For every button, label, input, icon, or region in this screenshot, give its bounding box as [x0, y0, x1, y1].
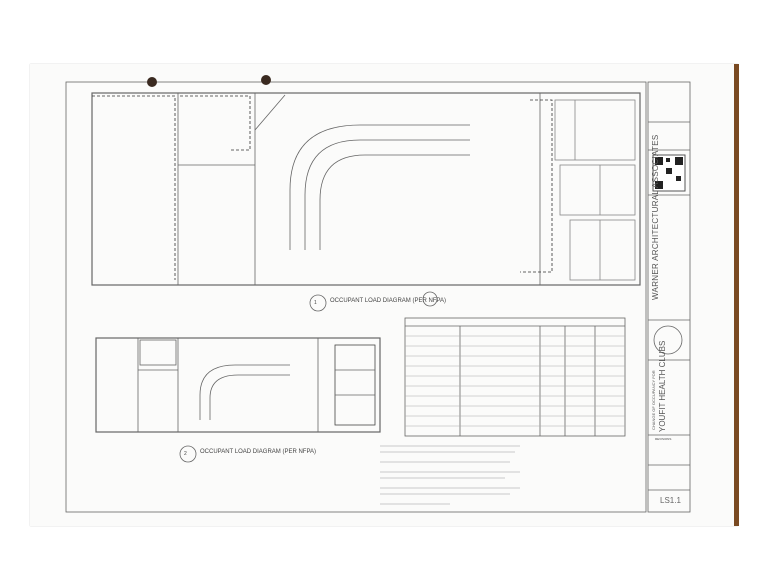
lower-plan-outline [95, 337, 381, 433]
lower-detail-marker [179, 445, 197, 463]
board-edge [734, 64, 739, 526]
sheet-number: LS1.1 [660, 496, 681, 505]
revisions-label: REVISIONS [655, 437, 672, 441]
upper-detail-marker [309, 294, 327, 312]
project-prefix: CHANGE OF OCCUPANCY FOR [651, 370, 656, 430]
qr-code [652, 154, 686, 192]
upper-plan-title: OCCUPANT LOAD DIAGRAM (PER NFPA) [330, 298, 447, 304]
upper-plan-outline [91, 92, 641, 286]
punch-hole [261, 75, 271, 85]
occupant-load-table [404, 317, 626, 437]
firm-logo [653, 325, 683, 355]
firm-name: WARNER ARCHITECTURAL ASSOCIATES [651, 134, 660, 300]
title-block-frame [647, 81, 691, 513]
lower-plan-title: OCCUPANT LOAD DIAGRAM (PER NFPA) [200, 449, 317, 455]
drawing-sheet [30, 64, 738, 526]
project-name: YOUFIT HEALTH CLUBS [658, 340, 667, 432]
lower-detail-ref: 2 [184, 451, 187, 457]
upper-detail-ref: 1 [314, 300, 317, 306]
north-arrow-icon [422, 291, 438, 307]
general-notes [380, 445, 520, 505]
drawing-border [65, 81, 647, 513]
punch-hole [147, 77, 157, 87]
